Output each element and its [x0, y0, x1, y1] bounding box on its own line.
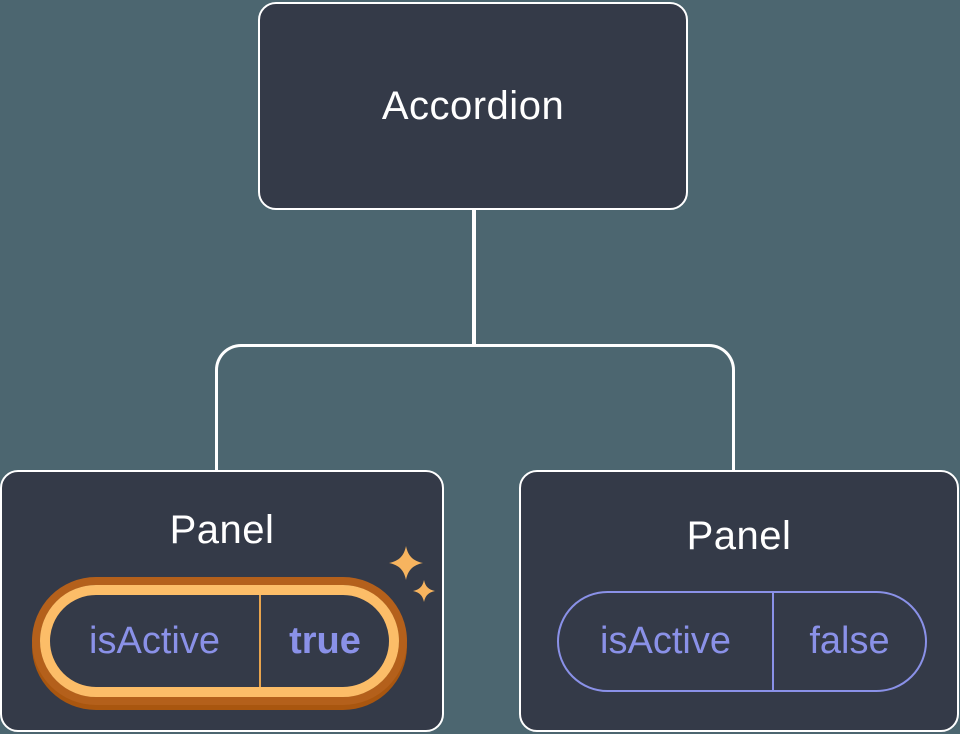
prop-value-label: true [259, 595, 389, 687]
prop-value-label: false [772, 593, 925, 690]
panel-label: Panel [686, 514, 792, 558]
panel-label: Panel [169, 508, 275, 552]
accordion-node: Accordion [258, 2, 688, 210]
panel-node-inactive: Panel isActive false [519, 470, 959, 732]
panel-node-active: Panel isActive true [0, 470, 444, 732]
accordion-label: Accordion [381, 83, 565, 128]
state-pill-inactive: isActive false [557, 591, 927, 692]
sparkle-icon [389, 546, 423, 580]
connector-branch-line [215, 344, 735, 471]
sparkle-icon [413, 580, 435, 602]
prop-name-label: isActive [89, 619, 220, 662]
state-pill-active: isActive true [40, 585, 399, 697]
prop-name-label: isActive [600, 620, 731, 662]
connector-stem-line [472, 210, 476, 345]
